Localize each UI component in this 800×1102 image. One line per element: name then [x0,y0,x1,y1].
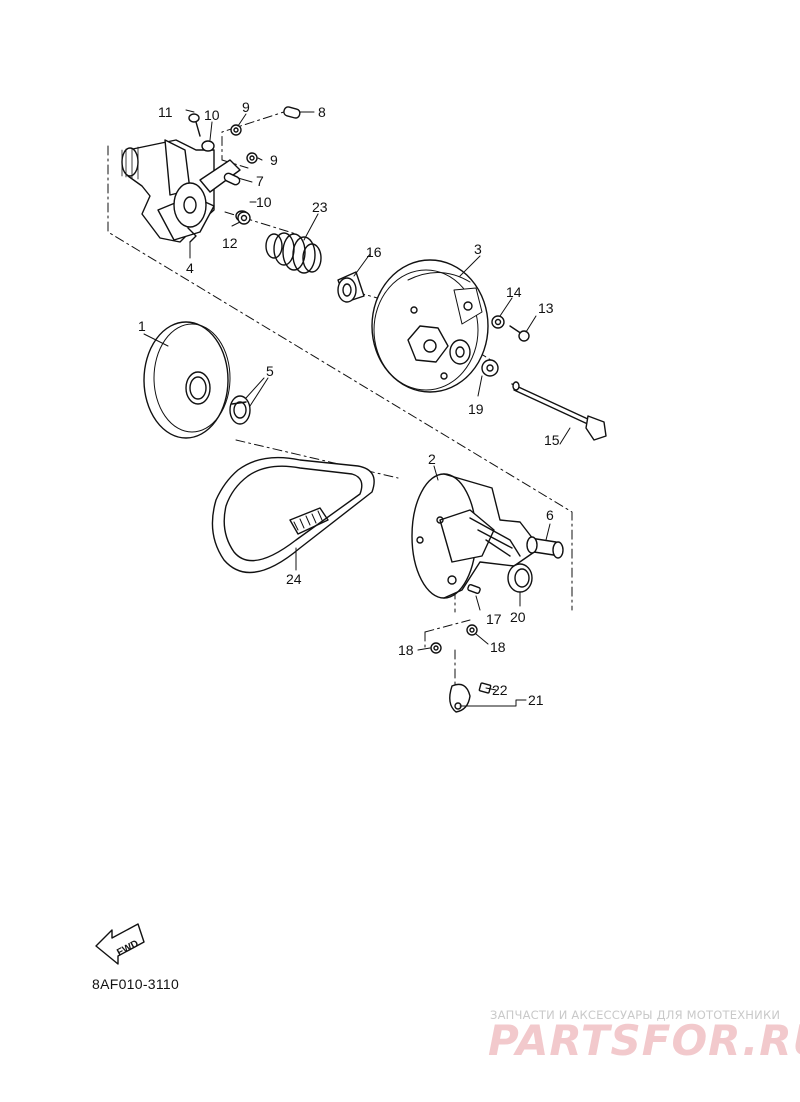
part-2-secondary-sheave [411,473,541,599]
part-1-fixed-sheave [143,321,231,439]
part-18-washers [430,624,478,654]
label-part-19: 19 [468,401,484,417]
label-part-21: 21 [528,692,544,708]
part-21-ramp [449,683,471,713]
watermark-logo: PARTSFOR.RU [488,1016,800,1065]
label-part-15: 15 [544,432,560,448]
label-part-1: 1 [138,318,146,334]
label-part-9: 9 [242,99,250,115]
label-part-18-left: 18 [398,642,414,658]
label-part-14: 14 [506,284,522,300]
part-12-washer [237,211,251,225]
label-part-10-lower: 10 [256,194,272,210]
label-part-8: 8 [318,104,326,120]
part-5-collar [229,395,251,425]
part-19-washer [481,359,499,377]
label-part-5: 5 [266,363,274,379]
leader-lines [143,109,571,707]
part-6-sleeve [526,536,564,559]
part-24-drive-belt [211,456,375,574]
label-part-7: 7 [256,173,264,189]
label-part-4: 4 [186,260,194,276]
part-13-bolt [509,325,530,342]
label-part-2: 2 [428,451,436,467]
label-part-22: 22 [492,682,508,698]
fwd-arrow-icon: FWD [95,923,145,965]
part-11-bolt [188,113,201,137]
part-22-slider [478,682,492,694]
label-part-17: 17 [486,611,502,627]
label-part-3: 3 [474,241,482,257]
label-part-10: 10 [204,107,220,123]
part-17-pin [467,583,481,595]
part-14-nut [491,315,505,329]
part-15-bolt [511,381,607,441]
part-9-washers [230,124,258,164]
part-4-spider-hub [121,139,241,243]
part-7-pin [223,172,241,186]
label-part-11: 11 [158,104,173,120]
part-number-labels: 11 10 9 8 9 7 10 12 4 23 16 3 14 13 19 1… [138,99,560,708]
watermark-tagline: ЗАПЧАСТИ И АКСЕССУАРЫ ДЛЯ МОТОТЕХНИКИ [490,1008,781,1022]
label-part-13: 13 [538,300,554,316]
label-part-12: 12 [222,235,238,251]
label-part-18-right: 18 [490,639,506,655]
label-part-20: 20 [510,609,526,625]
part-16-bushing [337,271,365,303]
part-23-spring [265,232,322,274]
part-8-pin [283,106,301,119]
part-20-bushing [507,563,533,593]
label-part-6: 6 [546,507,554,523]
catalog-code: 8AF010-3110 [92,976,180,992]
part-3-sheave-cover [371,259,489,393]
label-part-16: 16 [366,244,382,260]
label-part-23: 23 [312,199,328,215]
label-part-24: 24 [286,571,302,587]
label-part-9-lower: 9 [270,152,278,168]
